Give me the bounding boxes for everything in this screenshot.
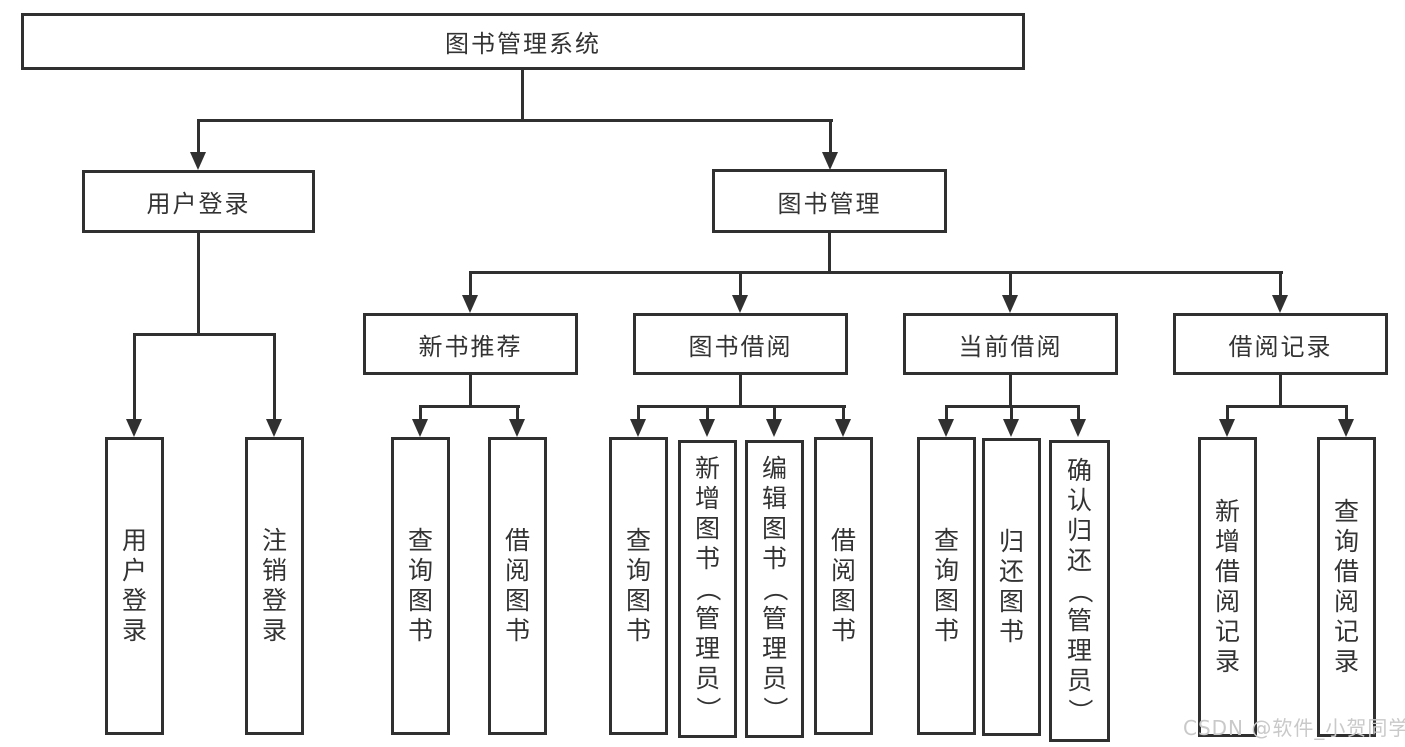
leaf-current-query-books-label: 查询图书: [933, 526, 959, 645]
leaf-borrow-books: 借阅图书: [814, 437, 873, 735]
connector-line: [1009, 375, 1012, 407]
connector-line: [419, 405, 520, 408]
connector-line: [706, 405, 709, 421]
leaf-query-borrow-record-label: 查询借阅记录: [1333, 497, 1359, 676]
connector-line: [1077, 405, 1080, 421]
connector-line: [1279, 271, 1282, 297]
leaf-borrow-query-books: 查询图书: [609, 437, 668, 735]
connector-line: [469, 271, 472, 297]
connector-line: [739, 375, 742, 407]
connector-line: [1345, 405, 1348, 421]
leaf-return-books-label: 归还图书: [998, 527, 1024, 646]
leaf-add-books-admin: 新增图书（管理员）: [678, 440, 737, 738]
node-current-borrowing-label: 当前借阅: [958, 332, 1063, 361]
node-new-book-recommend: 新书推荐: [363, 313, 578, 375]
arrow-down-icon: [126, 419, 142, 437]
leaf-borrow-books-label: 借阅图书: [830, 526, 856, 645]
connector-line: [1009, 271, 1012, 297]
leaf-add-books-admin-label: 新增图书（管理员）: [693, 454, 723, 722]
arrow-down-icon: [190, 152, 206, 170]
leaf-edit-books-admin: 编辑图书（管理员）: [745, 440, 804, 738]
node-current-borrowing: 当前借阅: [903, 313, 1118, 375]
arrow-down-icon: [462, 295, 478, 313]
connector-line: [1279, 375, 1282, 407]
arrow-down-icon: [822, 152, 838, 170]
connector-line: [842, 405, 845, 421]
leaf-logout: 注销登录: [245, 437, 304, 735]
connector-line: [739, 271, 742, 297]
arrow-down-icon: [1002, 295, 1018, 313]
arrow-down-icon: [509, 419, 525, 437]
connector-line: [273, 333, 276, 419]
node-book-borrowing: 图书借阅: [633, 313, 848, 375]
leaf-user-login: 用户登录: [105, 437, 164, 735]
leaf-recommend-query-books-label: 查询图书: [407, 526, 433, 645]
arrow-down-icon: [266, 419, 282, 437]
node-book-borrowing-label: 图书借阅: [688, 332, 793, 361]
arrow-down-icon: [1272, 295, 1288, 313]
connector-line: [469, 375, 472, 407]
arrow-down-icon: [766, 419, 782, 437]
leaf-confirm-return-admin: 确认归还（管理员）: [1049, 440, 1110, 742]
node-new-book-recommend-label: 新书推荐: [418, 332, 523, 361]
arrow-down-icon: [412, 419, 428, 437]
leaf-return-books: 归还图书: [982, 438, 1041, 736]
arrow-down-icon: [732, 295, 748, 313]
node-library-system-label: 图书管理系统: [445, 30, 601, 58]
connector-line: [469, 271, 1283, 274]
connector-line: [945, 405, 948, 421]
node-borrowing-records-label: 借阅记录: [1228, 332, 1333, 361]
leaf-borrow-query-books-label: 查询图书: [625, 526, 651, 645]
node-book-management: 图书管理: [712, 169, 947, 233]
node-borrowing-records: 借阅记录: [1173, 313, 1388, 375]
node-library-system: 图书管理系统: [21, 13, 1025, 70]
leaf-current-query-books: 查询图书: [917, 437, 976, 735]
connector-line: [1226, 405, 1348, 408]
arrow-down-icon: [1338, 419, 1354, 437]
leaf-add-borrow-record-label: 新增借阅记录: [1214, 497, 1240, 676]
connector-line: [521, 70, 524, 120]
connector-line: [1226, 405, 1229, 421]
arrow-down-icon: [699, 419, 715, 437]
connector-line: [829, 119, 832, 153]
connector-line: [197, 233, 200, 333]
connector-line: [133, 333, 276, 336]
arrow-down-icon: [1070, 419, 1086, 437]
connector-line: [637, 405, 846, 408]
arrow-down-icon: [630, 419, 646, 437]
leaf-query-borrow-record: 查询借阅记录: [1317, 437, 1376, 737]
leaf-recommend-borrow-books-label: 借阅图书: [504, 526, 530, 645]
connector-line: [1010, 405, 1013, 421]
leaf-recommend-query-books: 查询图书: [391, 437, 450, 735]
node-user-login-label: 用户登录: [146, 190, 251, 218]
arrow-down-icon: [835, 419, 851, 437]
arrow-down-icon: [1219, 419, 1235, 437]
arrow-down-icon: [1003, 419, 1019, 437]
arrow-down-icon: [938, 419, 954, 437]
leaf-add-borrow-record: 新增借阅记录: [1198, 437, 1257, 737]
watermark: CSDN @软件_小贺同学: [1183, 716, 1405, 740]
leaf-recommend-borrow-books: 借阅图书: [488, 437, 547, 735]
connector-line: [133, 333, 136, 419]
leaf-logout-label: 注销登录: [261, 526, 287, 645]
connector-line: [419, 405, 422, 421]
connector-line: [773, 405, 776, 421]
node-user-login: 用户登录: [82, 170, 315, 233]
node-book-management-label: 图书管理: [777, 189, 882, 218]
connector-line: [828, 233, 831, 273]
connector-line: [637, 405, 640, 421]
leaf-edit-books-admin-label: 编辑图书（管理员）: [760, 454, 790, 722]
connector-line: [197, 119, 200, 153]
connector-line: [197, 119, 833, 122]
connector-line: [516, 405, 519, 421]
leaf-confirm-return-admin-label: 确认归还（管理员）: [1065, 456, 1095, 724]
leaf-user-login-label: 用户登录: [121, 526, 147, 645]
